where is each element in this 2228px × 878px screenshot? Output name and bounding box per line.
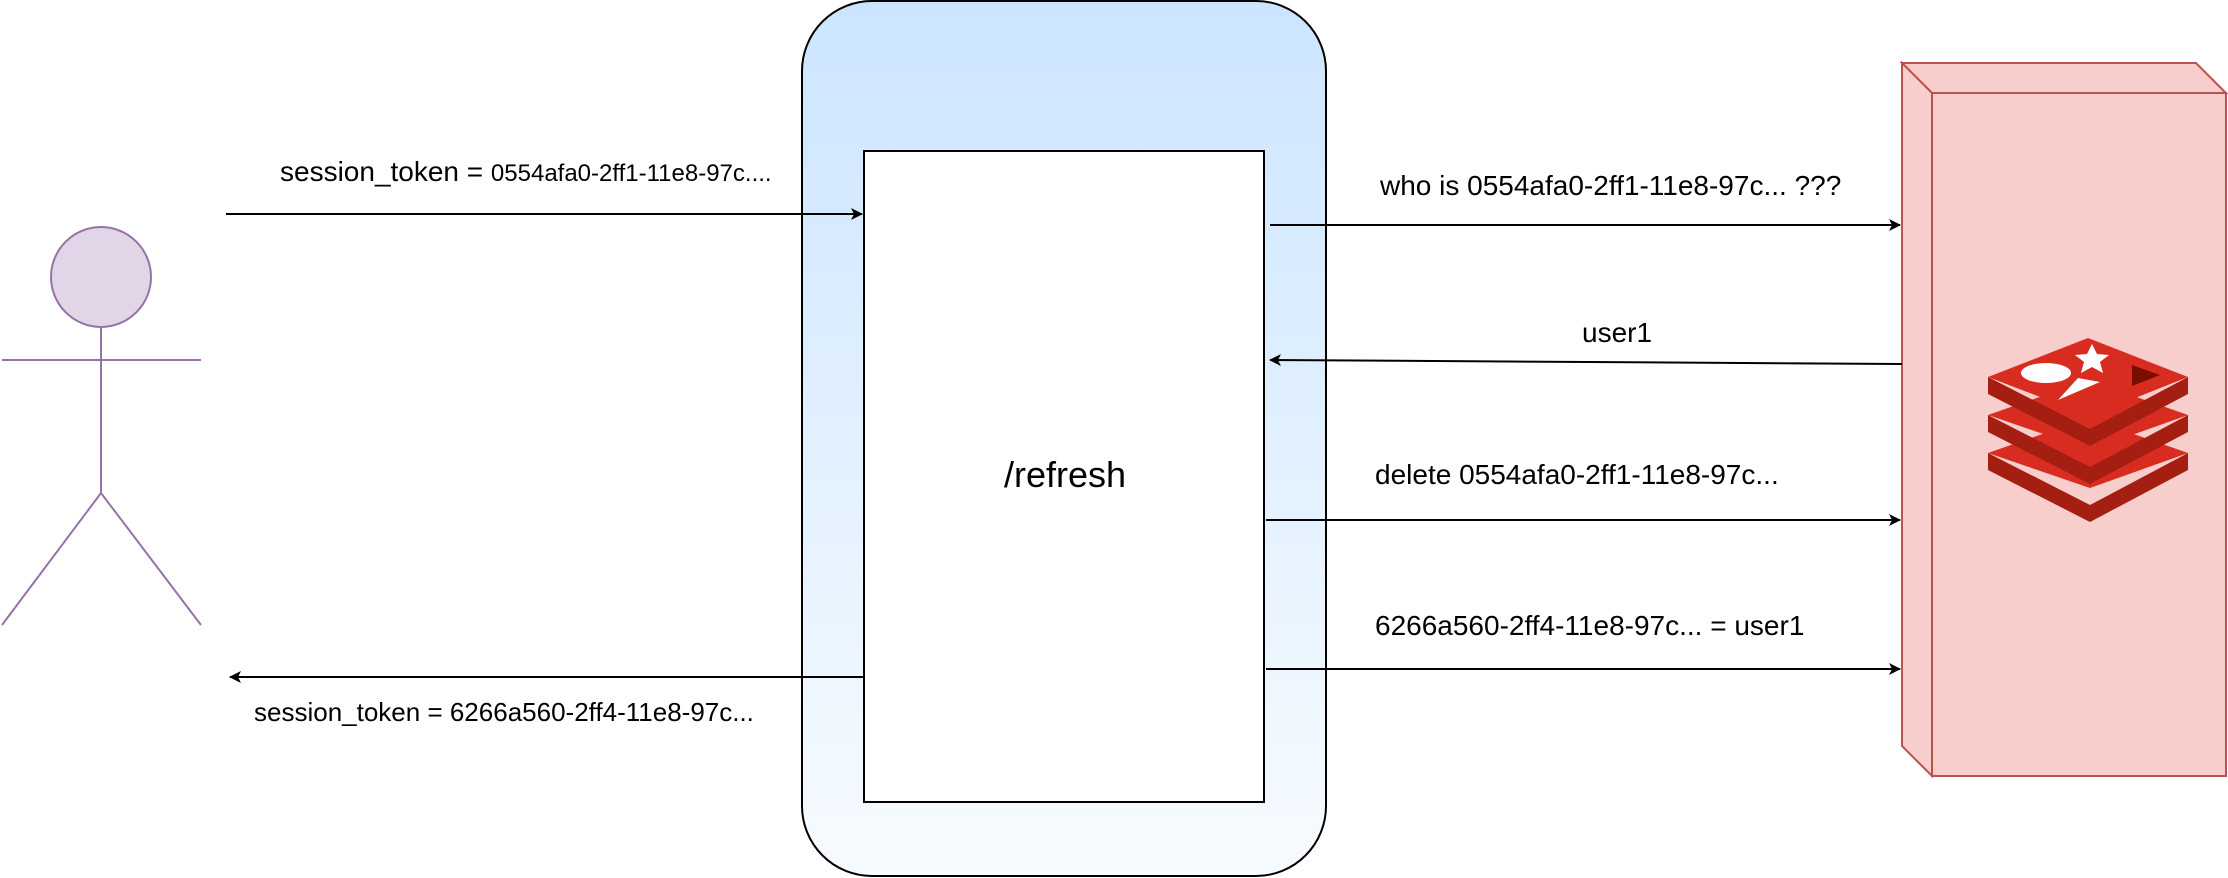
delete-token-label: delete 0554afa0-2ff1-11e8-97c... [1375,459,1779,490]
refresh-endpoint-label: /refresh [1004,454,1126,495]
user-actor-icon [1,226,202,626]
actor-head [50,226,152,328]
lookup-label: who is 0554afa0-2ff1-11e8-97c... ??? [1379,170,1841,201]
redis-icon [1988,338,2188,522]
store-top-face [1899,62,2228,94]
user-reply-label: user1 [1582,317,1652,348]
user-reply-arrow [1269,354,1903,367]
incoming-token-prefix: session_token = [280,156,491,187]
store-new-token-label: 6266a560-2ff4-11e8-97c... = user1 [1375,610,1804,641]
connectors [226,208,1903,683]
incoming-token-value: 0554afa0-2ff1-11e8-97c.... [491,160,772,187]
actor-left-leg [1,492,102,626]
actor-right-leg [100,492,202,626]
store-side-face [1901,60,1933,779]
incoming-token-label: session_token = 0554afa0-2ff1-11e8-97c..… [280,156,772,187]
refresh-endpoint-box [863,150,1265,803]
outgoing-token-label: session_token = 6266a560-2ff4-11e8-97c..… [254,697,754,727]
